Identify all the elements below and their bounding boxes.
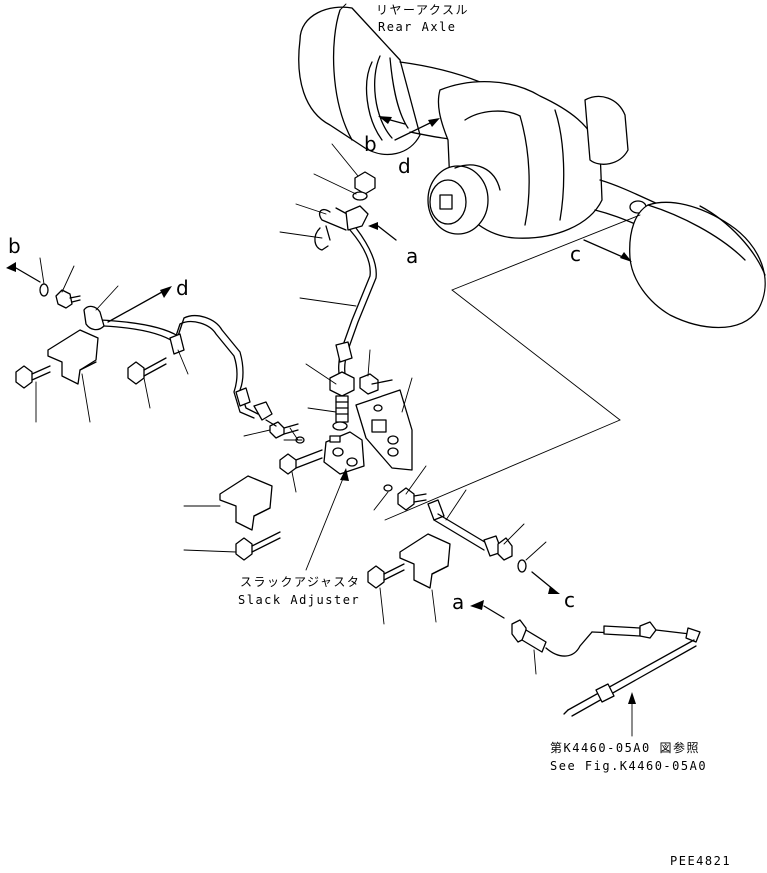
marker-d-upper: d	[398, 154, 411, 178]
slack-adjuster-label-en: Slack Adjuster	[238, 593, 361, 607]
left-brake-pipe	[99, 315, 277, 427]
left-bracket	[15, 329, 167, 389]
leader-lines	[35, 143, 636, 737]
slack-adjuster-label-jp: スラックアジャスタ	[240, 575, 361, 589]
marker-d-left: d	[176, 276, 189, 300]
marker-a-upper: a	[406, 244, 419, 268]
marker-a-lower: a	[452, 590, 465, 614]
rear-axle-label-en: Rear Axle	[378, 20, 457, 34]
lower-left-bracket	[219, 475, 281, 561]
see-fig-label-jp: 第K4460-05A0 図参照	[550, 741, 700, 755]
slack-adjuster-assembly	[269, 371, 413, 475]
drawing-code: PEE4821	[670, 854, 732, 868]
marker-c-lower: c	[564, 588, 575, 612]
brake-hose-assembly	[470, 600, 701, 717]
rear-axle-label-jp: リヤーアクスル	[376, 3, 470, 17]
marker-b-left: b	[8, 234, 21, 258]
marker-c-upper: c	[570, 242, 581, 266]
see-fig-label-en: See Fig.K4460-05A0	[550, 759, 708, 773]
upper-brake-pipe	[314, 171, 377, 381]
marker-b-upper: b	[364, 132, 377, 156]
right-brake-pipe	[397, 487, 527, 573]
right-bracket	[367, 533, 451, 589]
